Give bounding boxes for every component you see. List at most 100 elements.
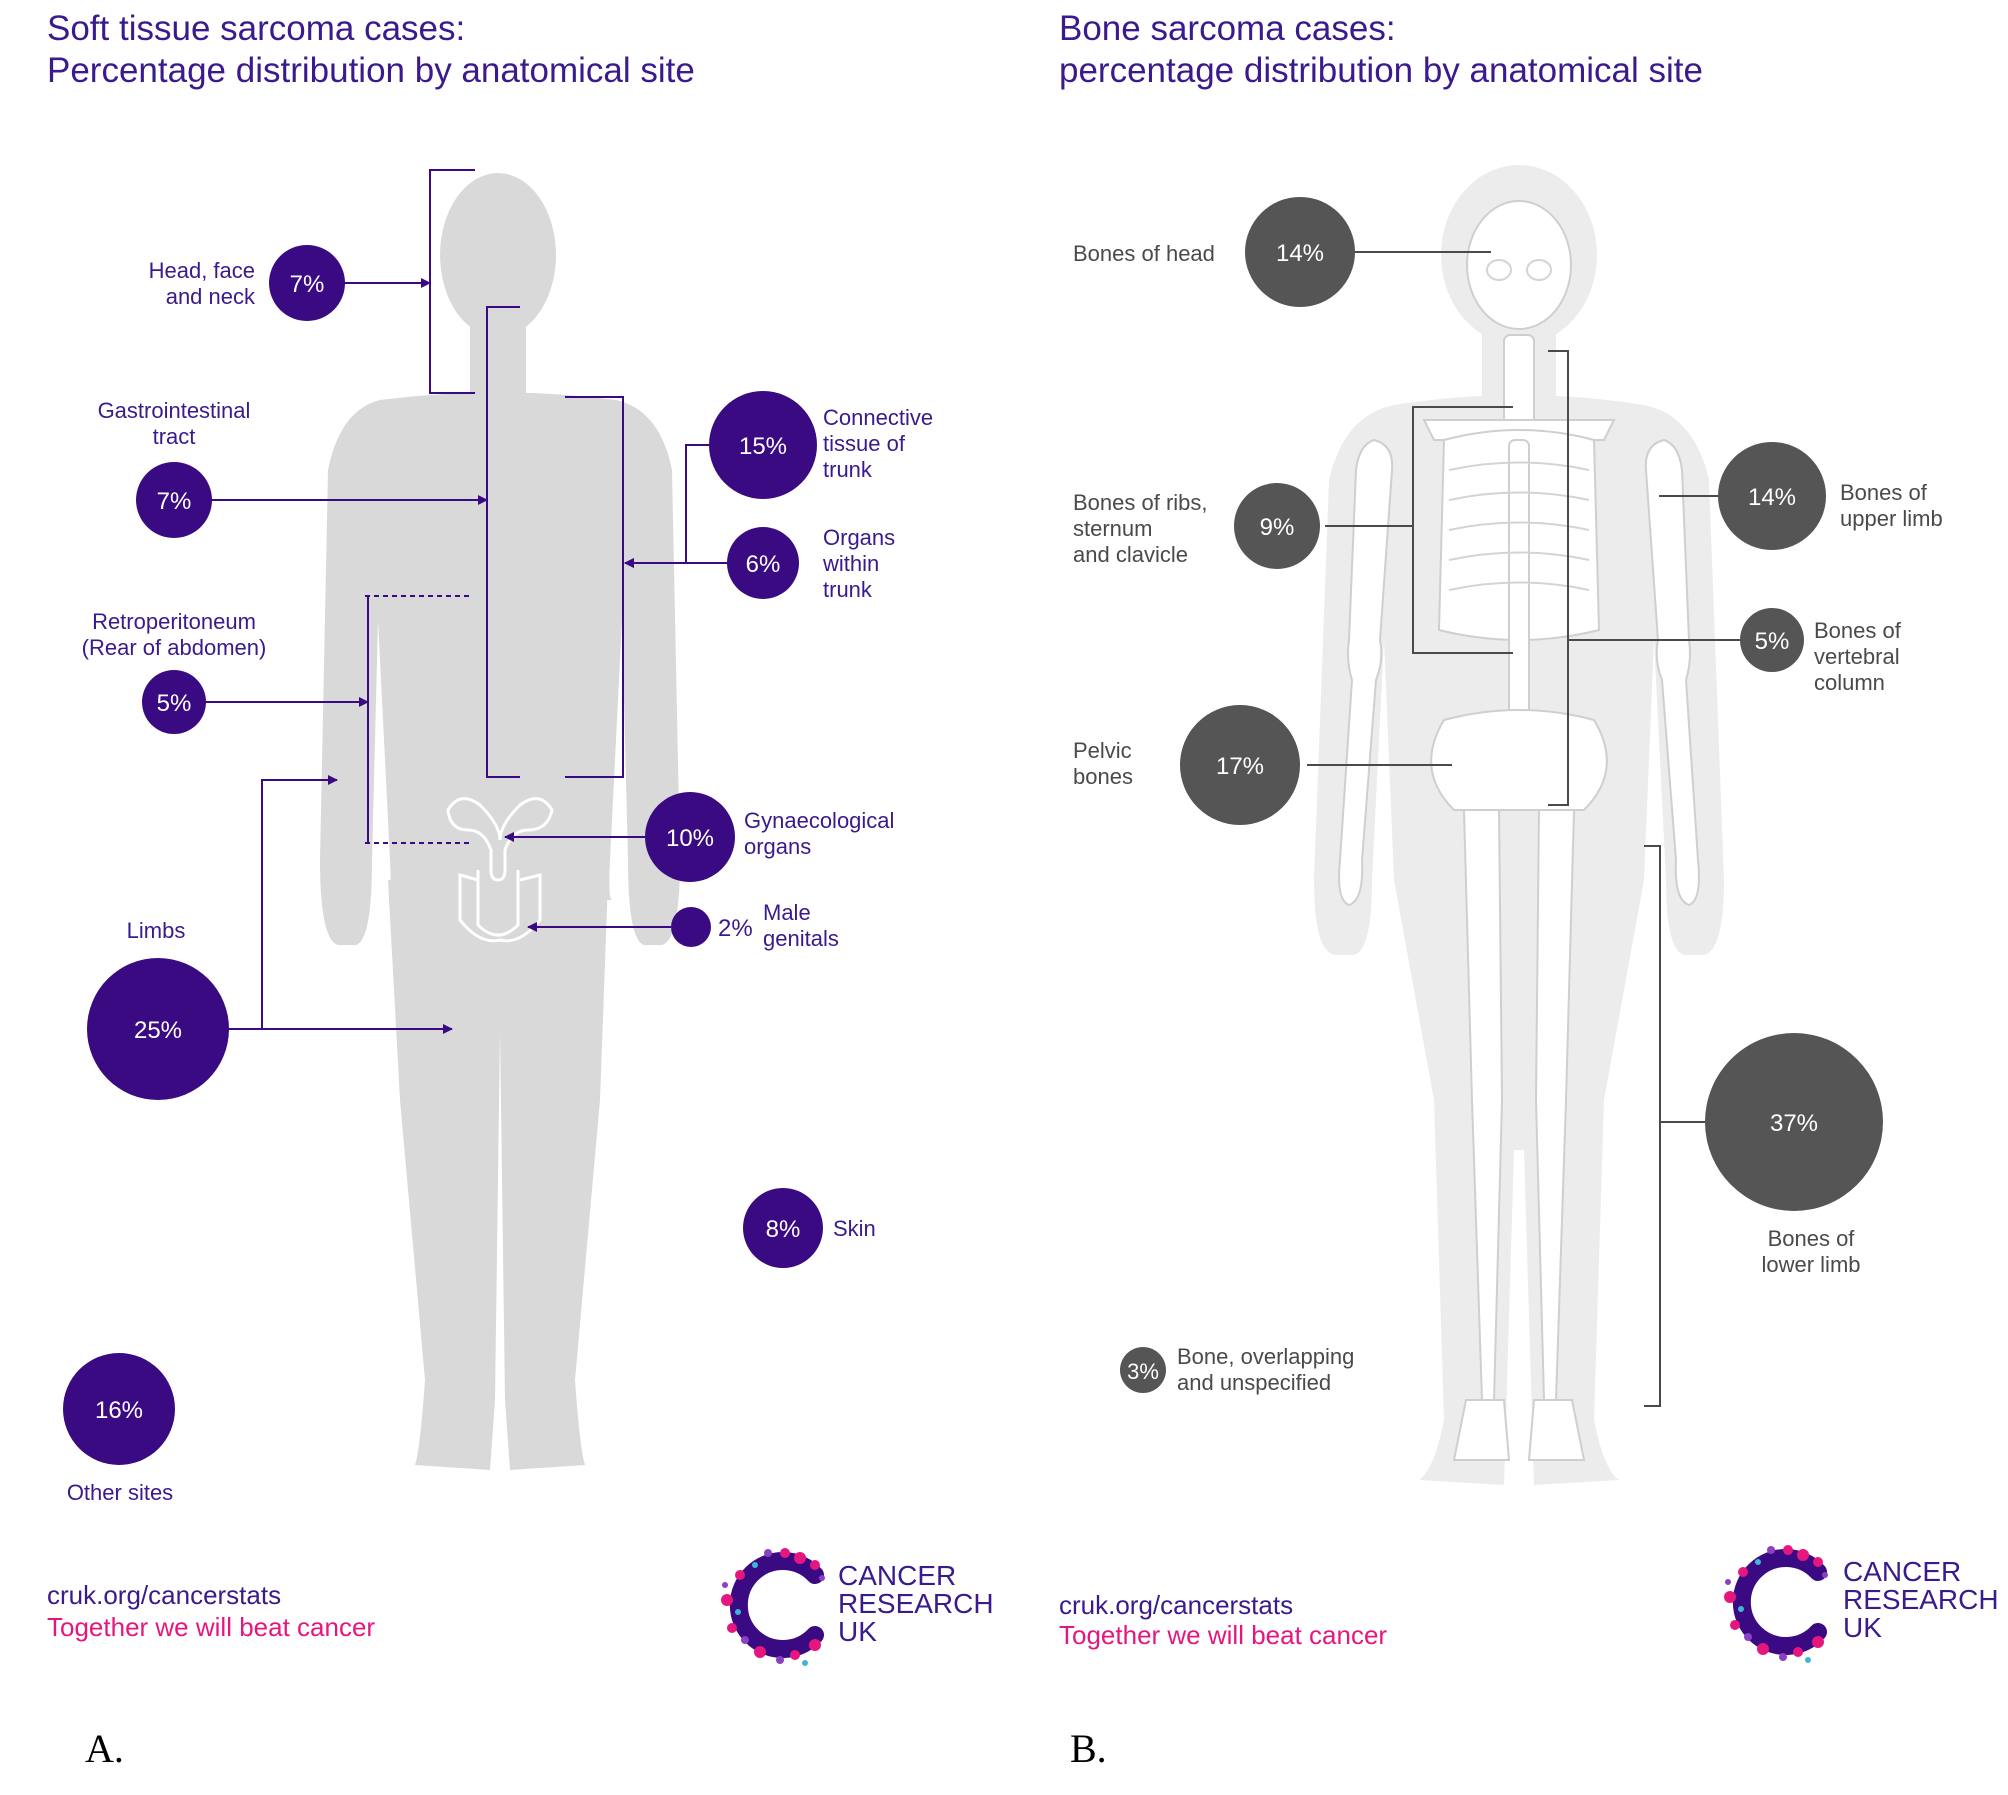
panel-b-title: Bone sarcoma cases: percentage distribut… (1059, 8, 1703, 92)
bone-sarcoma-diagram: 14% 9% 17% 3% 14% 5% 37% Bones of head B… (1073, 165, 1943, 1663)
label-retroperitoneum-2: (Rear of abdomen) (82, 635, 267, 660)
panel-a-circles (63, 245, 823, 1465)
footer-tagline-a: Together we will beat cancer (47, 1612, 376, 1642)
label-other-sites: Other sites (67, 1480, 173, 1505)
label-gynaecological-1: Gynaecological (744, 808, 894, 833)
label-organs-within-trunk-3: trunk (823, 577, 873, 602)
logo-text-a: CANCER RESEARCH UK (838, 1562, 994, 1646)
circle-head-face-neck (269, 245, 345, 321)
pct-lower-limb: 37% (1770, 1110, 1818, 1137)
pct-connective-tissue: 15% (739, 433, 787, 460)
footer-tagline-b: Together we will beat cancer (1059, 1620, 1388, 1650)
circle-gynaecological (645, 792, 735, 882)
circle-pelvic-bones (1180, 705, 1300, 825)
footer-url-a[interactable]: cruk.org/cancerstats (47, 1580, 282, 1610)
label-bone-overlapping-2: and unspecified (1177, 1370, 1331, 1395)
cancer-research-uk-logo-icon (1724, 1545, 1828, 1663)
panel-b-title-line1: Bone sarcoma cases: (1059, 9, 1396, 48)
logo-word-cancer: CANCER (838, 1560, 957, 1591)
pct-gynaecological: 10% (666, 825, 714, 852)
panel-soft-tissue-sarcoma: Soft tissue sarcoma cases: Percentage di… (47, 8, 994, 1771)
logo-word-cancer-b: CANCER (1843, 1556, 1962, 1587)
panel-label-a: A. (85, 1726, 124, 1771)
panel-a-title-line2: Percentage distribution by anatomical si… (47, 51, 695, 90)
label-connective-tissue-3: trunk (823, 457, 873, 482)
pct-gastrointestinal: 7% (157, 488, 192, 515)
pct-upper-limb: 14% (1748, 484, 1796, 511)
panel-a-title: Soft tissue sarcoma cases: Percentage di… (47, 8, 695, 92)
skeleton-icon (1314, 165, 1724, 1485)
footer-url-b[interactable]: cruk.org/cancerstats (1059, 1590, 1294, 1620)
pct-pelvic-bones: 17% (1216, 753, 1264, 780)
panel-label-b: B. (1070, 1726, 1107, 1771)
label-upper-limb-2: upper limb (1840, 506, 1943, 531)
label-limbs: Limbs (127, 918, 186, 943)
circle-skin (743, 1188, 823, 1268)
circle-vertebral-column (1740, 608, 1804, 672)
label-male-genitals-2: genitals (763, 926, 839, 951)
circle-bone-overlapping (1120, 1347, 1166, 1393)
label-vertebral-2: vertebral (1814, 644, 1900, 669)
pct-head-face-neck: 7% (290, 271, 325, 298)
label-lower-limb-1: Bones of (1768, 1226, 1856, 1251)
circle-male-genitals (671, 907, 711, 947)
pct-skin: 8% (766, 1216, 801, 1243)
label-gastrointestinal-1: Gastrointestinal (98, 398, 251, 423)
label-ribs-3: and clavicle (1073, 542, 1188, 567)
label-head-face-neck-1: Head, face (149, 258, 255, 283)
circle-ribs-sternum-clavicle (1234, 483, 1320, 569)
circle-organs-within-trunk (727, 527, 799, 599)
label-ribs-1: Bones of ribs, (1073, 490, 1208, 515)
label-head-face-neck-2: and neck (166, 284, 256, 309)
pct-ribs-sternum-clavicle: 9% (1260, 514, 1295, 541)
panel-b-connectors (1307, 251, 1751, 1407)
label-upper-limb-1: Bones of (1840, 480, 1928, 505)
label-pelvic-2: bones (1073, 764, 1133, 789)
label-organs-within-trunk-2: within (822, 551, 879, 576)
logo-word-uk: UK (838, 1616, 877, 1647)
label-pelvic-1: Pelvic (1073, 738, 1132, 763)
pct-organs-within-trunk: 6% (746, 551, 781, 578)
pct-bones-of-head: 14% (1276, 240, 1324, 267)
pct-male-genitals: 2% (718, 915, 753, 942)
human-silhouette-icon (320, 173, 680, 1470)
label-skin: Skin (833, 1216, 876, 1241)
circle-limbs (87, 958, 229, 1100)
circle-gastrointestinal (136, 462, 212, 538)
panel-b-title-line2: percentage distribution by anatomical si… (1059, 51, 1703, 90)
circle-lower-limb (1705, 1033, 1883, 1211)
circle-upper-limb (1718, 442, 1826, 550)
panel-b-circles (1120, 197, 1883, 1393)
circle-connective-tissue (709, 391, 817, 499)
panel-a-title-line1: Soft tissue sarcoma cases: (47, 9, 466, 48)
label-ribs-2: sternum (1073, 516, 1152, 541)
logo-word-research: RESEARCH (838, 1588, 994, 1619)
label-bones-of-head: Bones of head (1073, 241, 1215, 266)
pct-other-sites: 16% (95, 1397, 143, 1424)
pct-retroperitoneum: 5% (157, 690, 192, 717)
pct-bone-overlapping: 3% (1127, 1359, 1159, 1384)
pct-vertebral-column: 5% (1755, 628, 1790, 655)
label-retroperitoneum-1: Retroperitoneum (92, 609, 256, 634)
cancer-research-uk-logo-icon (721, 1548, 825, 1666)
panel-a-connectors (202, 169, 727, 1034)
label-lower-limb-2: lower limb (1761, 1252, 1860, 1277)
label-gastrointestinal-2: tract (153, 424, 196, 449)
label-bone-overlapping-1: Bone, overlapping (1177, 1344, 1354, 1369)
label-connective-tissue-2: tissue of (823, 431, 906, 456)
label-vertebral-1: Bones of (1814, 618, 1902, 643)
logo-word-uk-b: UK (1843, 1612, 1882, 1643)
panel-bone-sarcoma: Bone sarcoma cases: percentage distribut… (1004, 0, 2008, 1795)
pct-limbs: 25% (134, 1017, 182, 1044)
logo-word-research-b: RESEARCH (1843, 1584, 1999, 1615)
label-connective-tissue-1: Connective (823, 405, 933, 430)
label-male-genitals-1: Male (763, 900, 811, 925)
circle-bones-of-head (1245, 197, 1355, 307)
label-organs-within-trunk-1: Organs (823, 525, 895, 550)
circle-other-sites (63, 1353, 175, 1465)
label-gynaecological-2: organs (744, 834, 811, 859)
circle-retroperitoneum (142, 670, 206, 734)
soft-tissue-diagram: 7% 7% 5% 25% 16% 15% 6% 10% 8% 2% Head, … (63, 169, 933, 1666)
logo-text-b: CANCER RESEARCH UK (1843, 1558, 1999, 1642)
label-vertebral-3: column (1814, 670, 1885, 695)
